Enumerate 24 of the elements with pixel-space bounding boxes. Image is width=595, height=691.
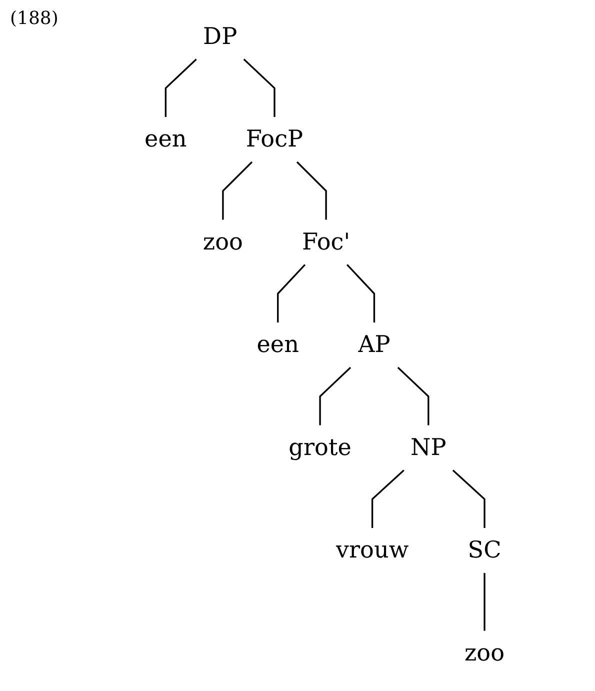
node-text: een [257,332,300,358]
connector [296,161,328,220]
node-text: zoo [464,640,505,667]
node-text: AP [358,332,391,358]
node-text: Foc' [302,228,351,256]
node-text: vrouw [336,537,410,564]
node-text: grote [289,434,352,462]
connector [484,572,486,631]
node-text: NP [410,434,447,462]
example-number: (188) [10,8,58,29]
connector [244,58,276,118]
connector [346,264,376,323]
node-text: een [145,126,188,153]
node-text: zoo [203,228,244,256]
node-text: SC [468,537,502,564]
connector [278,264,306,323]
connector [372,470,405,528]
connector [222,161,253,220]
node-text: FocP [246,126,304,153]
connector [398,366,430,426]
connector [452,470,486,528]
node-text: DP [203,23,238,50]
connector [165,58,198,118]
connector [320,366,352,426]
